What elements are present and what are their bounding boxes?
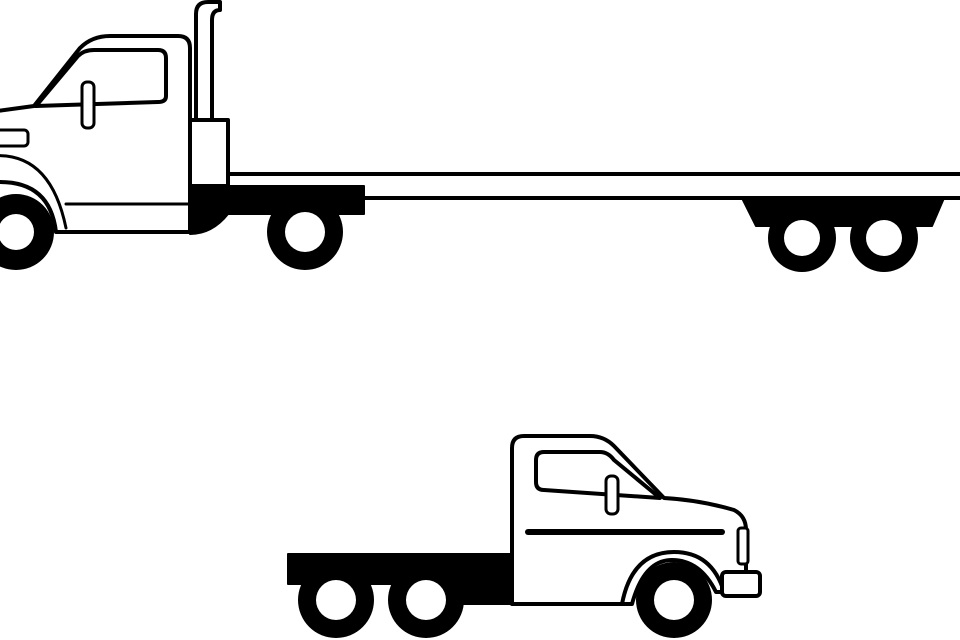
cab-fairing [188,118,230,188]
tractor-mirror [604,474,620,516]
tractor-truck-icon [287,434,762,638]
exhaust-stack [194,0,222,122]
tractor-headlight [736,526,750,566]
tractor-rear-wheel-1 [298,562,374,638]
tractor-front-wheel [636,562,712,638]
hood-line [0,154,68,230]
tractor-rear-wheel-2 [388,562,464,638]
trailer-wheel-front [768,204,836,272]
headlight [0,128,30,148]
front-wheel [0,194,54,270]
tractor-window [534,450,662,500]
cab-window [34,48,168,108]
side-mirror [80,80,96,130]
flatbed-truck-icon [0,0,960,272]
trailer-wheel-rear [850,204,918,272]
tractor-bumper [720,570,762,598]
drive-wheel [267,194,343,270]
wheel-arch [620,550,726,606]
